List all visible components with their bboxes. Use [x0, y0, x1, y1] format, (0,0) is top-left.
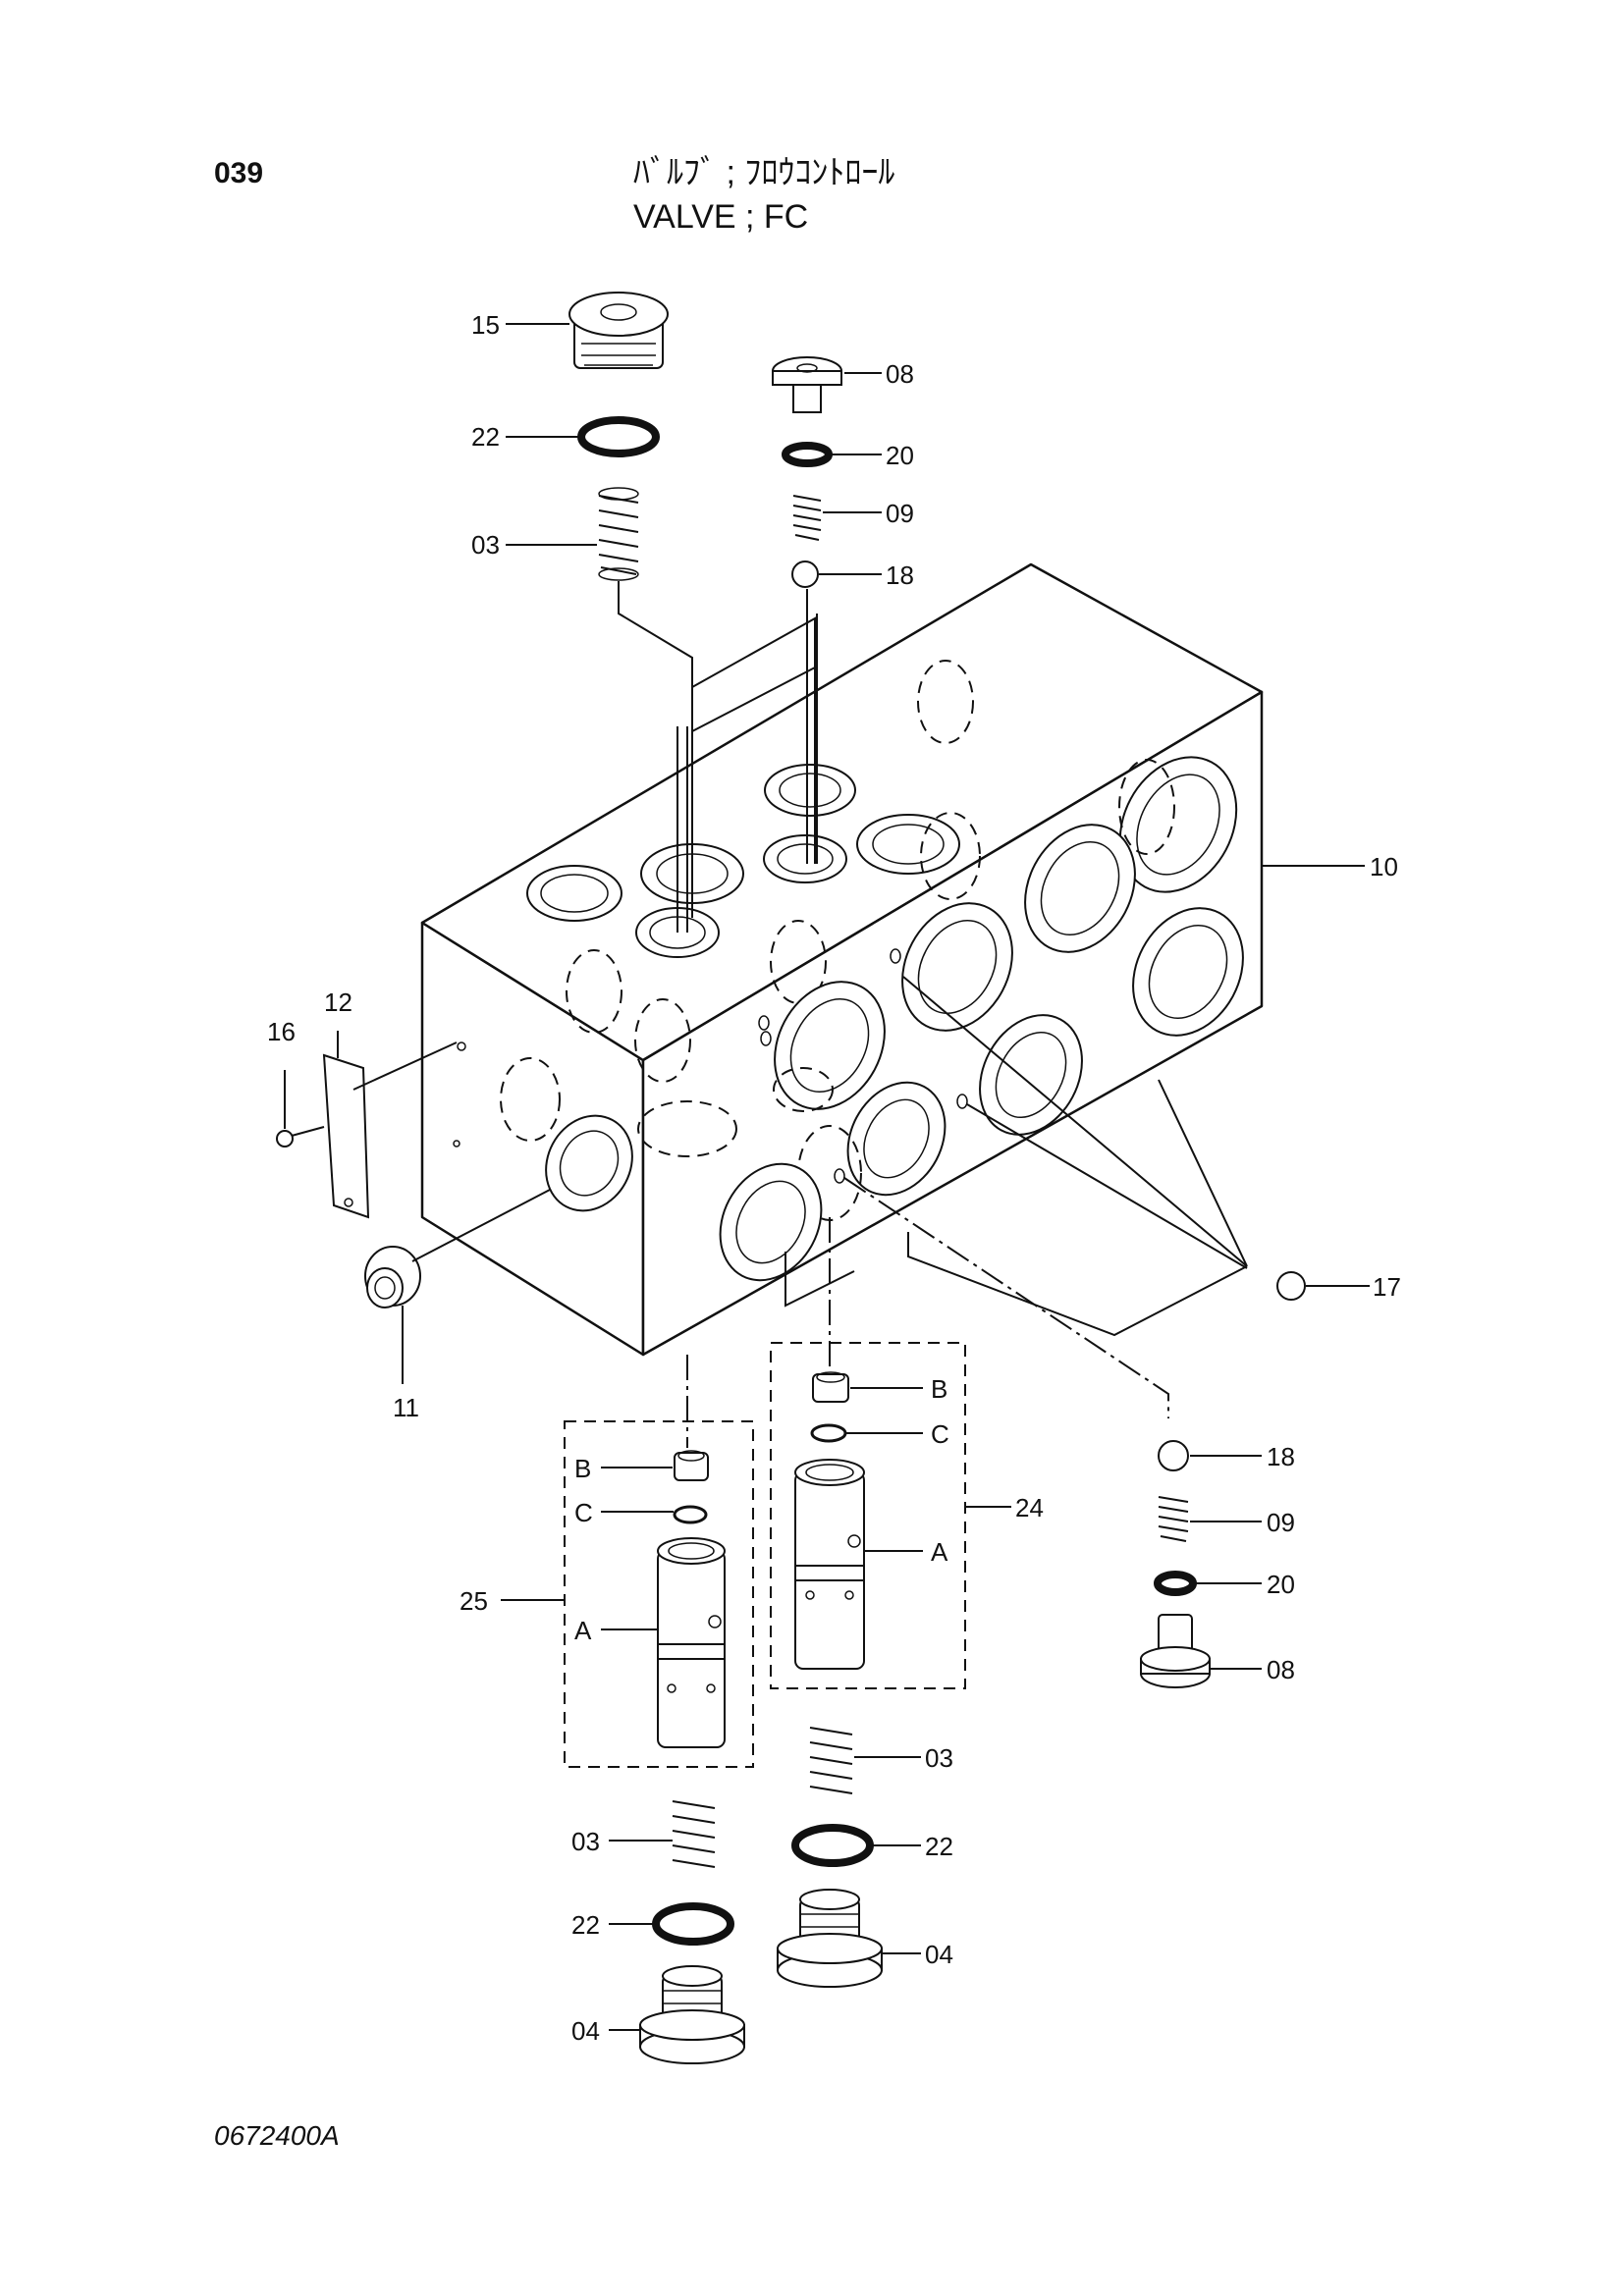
callout-03-bottom-right: 03	[925, 1743, 953, 1773]
callout-25-b: B	[574, 1454, 591, 1483]
callout-25: 25	[460, 1586, 488, 1616]
callout-24-a: A	[931, 1537, 948, 1567]
front-ports	[453, 1041, 737, 1212]
callout-17: 17	[1373, 1272, 1401, 1302]
leader-top-left	[618, 581, 693, 918]
spring-09-right	[1158, 1496, 1189, 1542]
callout-18-top: 18	[886, 561, 914, 590]
o-ring-20-top	[782, 442, 833, 467]
callout-08-right: 08	[1267, 1655, 1295, 1684]
kit-25-part-c	[673, 1505, 708, 1524]
callout-09-top: 09	[886, 499, 914, 528]
title-japanese: ﾊﾞﾙﾌﾞ ; ﾌﾛｳｺﾝﾄﾛｰﾙ	[633, 154, 895, 191]
callout-22-bottom-left: 22	[571, 1910, 600, 1940]
plug-04-bottom-left	[639, 1965, 745, 2064]
ball-18-top	[791, 561, 819, 588]
ball-18-right	[1158, 1440, 1189, 1471]
callout-22-bottom-right: 22	[925, 1832, 953, 1861]
callout-24-c: C	[931, 1419, 949, 1449]
callout-03-bottom-left: 03	[571, 1827, 600, 1856]
leaders-17	[902, 976, 1248, 1269]
o-ring-22-bottom-right	[791, 1824, 874, 1867]
spring-03-bottom-right	[809, 1727, 853, 1794]
leader-18-right	[843, 1177, 1169, 1418]
callout-04-bottom-right: 04	[925, 1940, 953, 1969]
callout-04-bottom-left: 04	[571, 2016, 600, 2046]
plug-15	[568, 292, 669, 369]
callout-15: 15	[471, 310, 500, 340]
callout-12: 12	[324, 988, 352, 1017]
leader-plug-11	[411, 1189, 551, 1262]
callout-11: 11	[393, 1393, 419, 1422]
callout-09-right: 09	[1267, 1508, 1295, 1537]
callout-16: 16	[267, 1017, 296, 1046]
plug-04-bottom-right	[777, 1889, 883, 1988]
callout-25-a: A	[574, 1616, 592, 1645]
kit-24-part-c	[810, 1423, 847, 1443]
drawing-number: 0672400A	[214, 2120, 340, 2151]
callout-08-top: 08	[886, 359, 914, 389]
plug-11	[364, 1246, 421, 1308]
plug-08-top	[772, 356, 842, 413]
kit-24-box	[770, 1342, 966, 1689]
callout-labels: 15 22 03 08 20 09 18 10 12 16 11 17 18 0…	[267, 310, 1401, 2046]
kit-25-part-a	[657, 1537, 726, 1748]
callout-20-top: 20	[886, 441, 914, 470]
callout-18-right: 18	[1267, 1442, 1295, 1471]
callout-24: 24	[1015, 1493, 1044, 1522]
plate-12	[322, 1053, 370, 1219]
plug-08-right	[1140, 1614, 1211, 1688]
page-number: 039	[214, 157, 264, 189]
kit-25-box	[564, 1420, 754, 1768]
kit-24-part-b	[812, 1371, 849, 1403]
ball-17	[1276, 1271, 1306, 1301]
kit-25-part-b	[674, 1450, 709, 1481]
o-ring-20-right	[1154, 1571, 1197, 1596]
spring-09-top	[792, 495, 822, 541]
callout-20-right: 20	[1267, 1570, 1295, 1599]
callout-03-top: 03	[471, 530, 500, 560]
leader-plate	[352, 1041, 458, 1091]
callout-22-top: 22	[471, 422, 500, 452]
title-english: VALVE ; FC	[633, 198, 809, 236]
spring-03-bottom-left	[672, 1800, 716, 1868]
spring-03-top	[598, 487, 639, 581]
callout-leaders	[284, 323, 1370, 2031]
screw-16	[276, 1126, 325, 1148]
o-ring-22-top	[577, 416, 660, 457]
callout-25-c: C	[574, 1498, 593, 1527]
o-ring-22-bottom-left	[652, 1902, 734, 1946]
valve-body	[420, 562, 1264, 1357]
callout-24-b: B	[931, 1374, 947, 1404]
callout-10: 10	[1370, 852, 1398, 881]
side-ports	[719, 756, 1244, 1282]
kit-24-part-a	[794, 1459, 865, 1670]
